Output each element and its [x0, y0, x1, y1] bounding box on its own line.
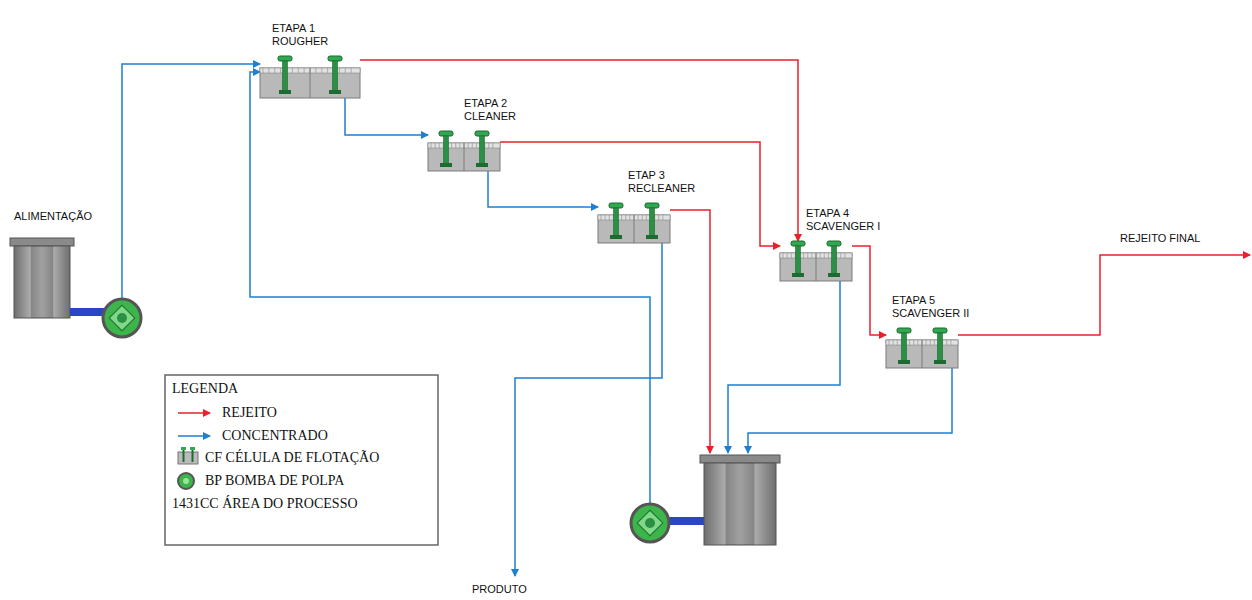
legend-text: CONCENTRADO: [222, 428, 328, 444]
final-tailing-line: [958, 255, 1250, 335]
flotation-cell: ETAPA 5 SCAVENGER II: [886, 328, 958, 368]
legend-text: 1431CC ÁREA DO PROCESSO: [172, 496, 358, 512]
equipment-symbol: [628, 453, 783, 548]
legend-text: CF CÉLULA DE FLOTAÇÃO: [205, 450, 379, 466]
concentrate-line: [748, 368, 952, 453]
flotation-cell: ETAPA 2 CLEANER: [428, 131, 500, 171]
concentrate-line: [728, 281, 840, 453]
legend-cell-icon: [178, 447, 198, 464]
legend-blue-sample: [178, 435, 210, 437]
legend-title: LEGENDA: [172, 381, 238, 397]
equipment-symbol: [780, 241, 852, 281]
product-line: [515, 243, 662, 576]
concentrate-line: [488, 171, 598, 207]
tailing-line: [500, 142, 780, 246]
stage-label: ETAPA 2 CLEANER: [464, 97, 534, 123]
concentrate-line: [250, 72, 650, 453]
stage-label: ETAPA 5 SCAVENGER II: [892, 294, 977, 320]
tank-pump: ALIMENTAÇÃO: [8, 238, 150, 338]
legend-red-sample: [178, 412, 210, 414]
stage-label: ALIMENTAÇÃO: [14, 210, 92, 223]
legend-text: REJEITO: [222, 405, 277, 421]
legend-text: BP BOMBA DE POLPA: [205, 473, 344, 489]
flotation-cell: ETAP 3 RECLEANER: [598, 203, 670, 243]
output-label: PRODUTO: [472, 583, 527, 596]
concentrate-line: [345, 98, 428, 135]
tailing-line: [360, 60, 798, 241]
stage-label: ETAPA 4 SCAVENGER I: [806, 207, 891, 233]
concentrate-line: [122, 64, 260, 238]
stage-label: ETAPA 1 ROUGHER: [272, 22, 342, 48]
equipment-symbol: [428, 131, 500, 171]
equipment-symbol: [8, 238, 150, 338]
flotation-cell: ETAPA 4 SCAVENGER I: [780, 241, 852, 281]
equipment-symbol: [886, 328, 958, 368]
legend-box: [165, 375, 438, 545]
equipment-symbol: [260, 56, 360, 98]
flotation-cell: ETAPA 1 ROUGHER: [260, 56, 360, 98]
legend-pump-icon: [178, 473, 194, 489]
stage-label: ETAP 3 RECLEANER: [628, 169, 698, 195]
tailing-line: [670, 210, 710, 453]
equipment-symbol: [598, 203, 670, 243]
tailing-line: [852, 246, 886, 335]
tank-pump: [628, 453, 783, 548]
output-label: REJEITO FINAL: [1120, 232, 1200, 245]
